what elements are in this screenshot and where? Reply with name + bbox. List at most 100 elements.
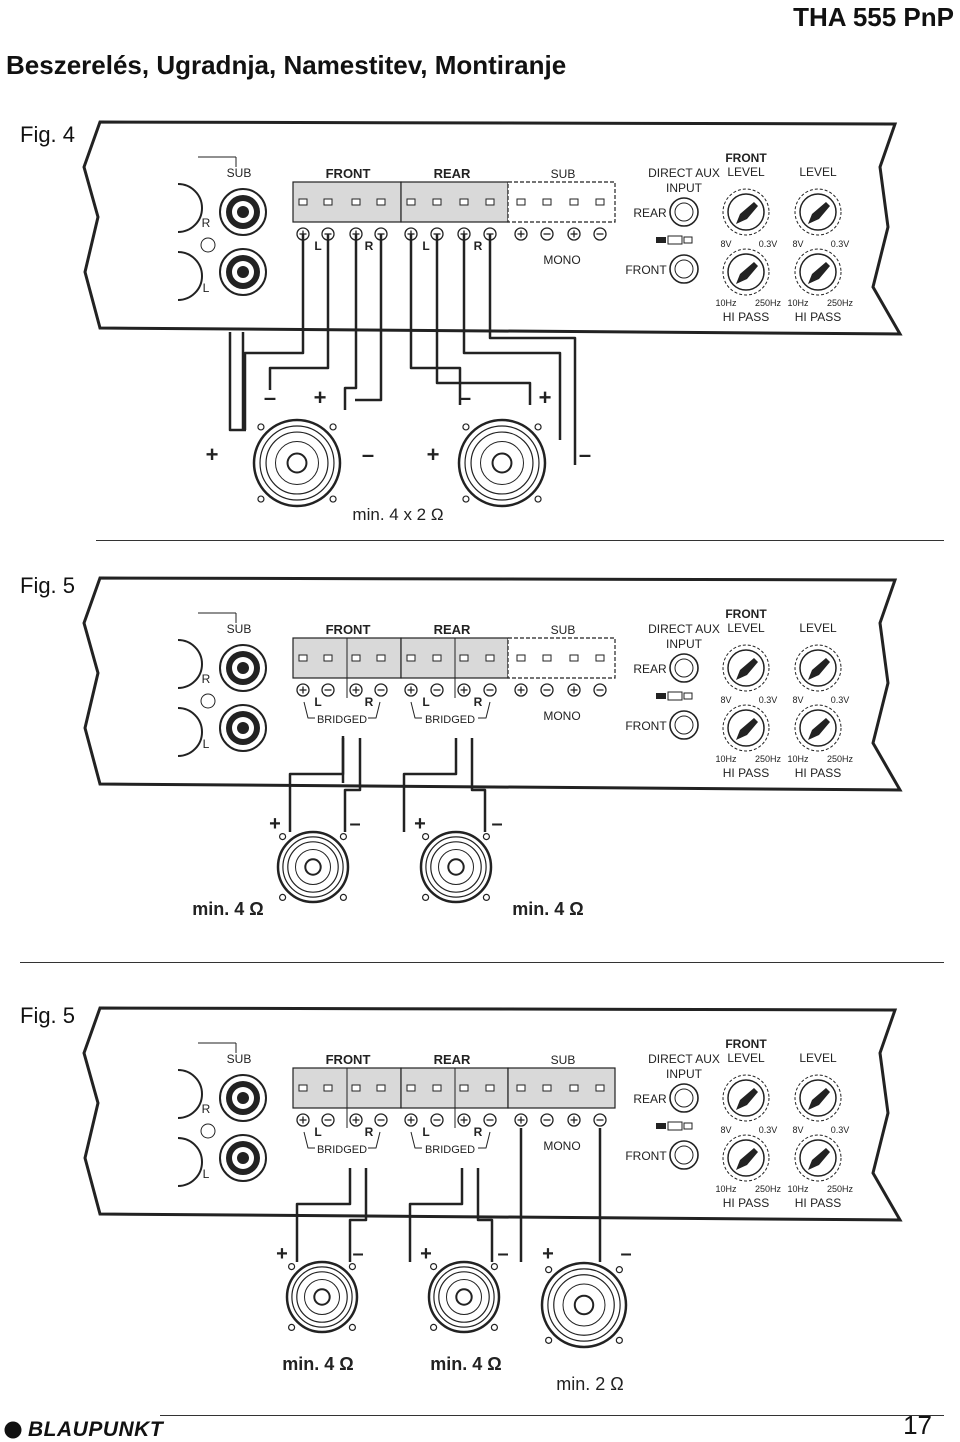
mount-hole [278, 893, 287, 902]
terminal-plus-icon [457, 683, 471, 697]
terminal-front-label: FRONT [326, 1052, 371, 1067]
terminal-minus-icon [321, 1113, 335, 1127]
screw-slot [459, 1084, 469, 1092]
terminal-minus-icon [483, 1113, 497, 1127]
hz250-label: 250Hz [827, 298, 854, 308]
rca-l-label: L [203, 1167, 210, 1181]
terminal-plus-icon [349, 683, 363, 697]
screw-slot [432, 1084, 442, 1092]
mount-hole [339, 893, 348, 902]
ch-l-label: L [314, 695, 321, 709]
wire [476, 1168, 494, 1262]
rca-pin [237, 1092, 249, 1104]
aux-front-label: FRONT [625, 719, 667, 733]
mono-label: MONO [543, 1139, 580, 1153]
front-level-label: LEVEL [727, 1051, 765, 1065]
terminal-plus-icon [404, 683, 418, 697]
knob-pointer [736, 1088, 758, 1110]
mount-hole [421, 832, 430, 841]
level-knob-icon [794, 644, 842, 692]
screw-slot [516, 1084, 526, 1092]
hz10-label: 10Hz [715, 1184, 737, 1194]
polarity-label: + [206, 442, 219, 467]
screw-slot [406, 198, 416, 206]
terminal-plus-icon [514, 683, 528, 697]
speaker-surround [464, 425, 540, 501]
screw-slot [542, 1084, 552, 1092]
rca-side-r [177, 183, 203, 233]
speaker-icon [457, 418, 547, 508]
speaker-cone-inner [275, 441, 319, 485]
screw-slot [595, 198, 605, 206]
level-knob-icon [794, 248, 842, 296]
rca-pin [237, 206, 249, 218]
mount-hole [257, 423, 265, 431]
aux-inner [674, 202, 694, 222]
knob-scale [794, 248, 842, 296]
wire [343, 738, 362, 832]
speaker-icon [285, 1260, 359, 1334]
blaupunkt-dot-icon [4, 1421, 22, 1439]
screw-slot [351, 1084, 361, 1092]
knob-scale [722, 1134, 770, 1182]
ch-r-label: R [474, 1125, 483, 1139]
mount-hole [429, 1323, 438, 1332]
bridged-label: BRIDGED [425, 1144, 475, 1156]
knob-scale [794, 188, 842, 236]
aux-input-jack-icon [669, 197, 699, 227]
hz250-label: 250Hz [827, 754, 854, 764]
mount-hole [421, 893, 430, 902]
hi-pass-label: HI PASS [795, 766, 841, 780]
knob-scale [794, 644, 842, 692]
v03-label: 0.3V [831, 695, 850, 705]
brand-logo: BLAUPUNKT [4, 1418, 163, 1442]
speaker-surround [291, 1266, 353, 1328]
level-knob-icon [722, 1134, 770, 1182]
front-level-top-label: FRONT [725, 1037, 767, 1051]
knob-pointer [808, 1148, 830, 1170]
terminal-rear-label: REAR [434, 166, 471, 181]
speaker-cone-inner [438, 849, 474, 885]
terminal-minus-icon [430, 1113, 444, 1127]
screw-slot [351, 654, 361, 662]
speaker-cone [287, 841, 339, 893]
aux-inner [674, 259, 694, 279]
wire [243, 234, 305, 430]
level-label: LEVEL [799, 165, 837, 179]
hz10-label: 10Hz [715, 754, 737, 764]
speaker-surround [282, 836, 344, 898]
wire [288, 738, 345, 832]
speaker-dustcap [573, 1294, 595, 1316]
speaker-surround [259, 425, 335, 501]
terminal-plus-icon [404, 1113, 418, 1127]
direct-aux-label: DIRECT AUX [648, 166, 720, 180]
aux-outer [669, 1140, 699, 1170]
aux-outer [669, 1083, 699, 1113]
terminal-minus-icon [321, 683, 335, 697]
knob-scale [722, 248, 770, 296]
mount-hole [482, 893, 491, 902]
knob-scale [722, 188, 770, 236]
polarity-label: – [491, 813, 502, 835]
direct-aux-label: DIRECT AUX [648, 1052, 720, 1066]
front-level-label: LEVEL [727, 621, 765, 635]
aux-rear-label: REAR [633, 1092, 667, 1106]
level-knob-icon [794, 1074, 842, 1122]
plug-tip [656, 693, 666, 699]
polarity-label: – [579, 442, 591, 467]
mount-hole [287, 1262, 296, 1271]
terminal-plus-icon [567, 1113, 581, 1127]
rca-sub-label: SUB [227, 166, 252, 180]
polarity-label: – [459, 385, 471, 410]
speaker-icon [252, 418, 342, 508]
v8-label: 8V [720, 239, 731, 249]
speaker-cone [553, 1274, 615, 1336]
terminal-rear-label: REAR [434, 622, 471, 637]
aux-rear-label: REAR [633, 206, 667, 220]
terminal-plus-icon [296, 1113, 310, 1127]
aux-inner [674, 658, 694, 678]
level-knob-icon [722, 704, 770, 752]
speaker-cone-inner [295, 849, 331, 885]
bridge-bracket [478, 701, 491, 719]
